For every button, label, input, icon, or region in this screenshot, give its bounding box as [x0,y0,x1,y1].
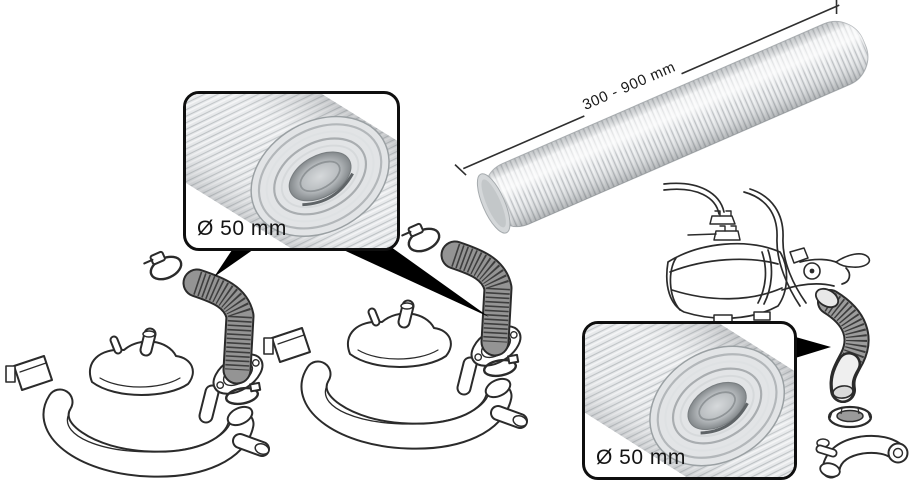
callout-pointer-left-b [337,247,489,317]
curved-ribbed-duct [814,287,870,403]
heat-exchanger-assembly-left [6,246,270,464]
inset-detail-right: Ø 50 mm [582,321,797,480]
duct-mouth-left [250,115,390,237]
duct-mouth-right [649,345,786,467]
diameter-label-left: Ø 50 mm [197,217,287,240]
duct-end-photo-right [585,324,794,477]
inset-detail-left: Ø 50 mm [183,91,400,251]
dimension-line [454,0,840,176]
fan-housing-drawing [663,182,871,324]
flexible-duct-tube: 300 - 900 mm [454,0,869,234]
duct-end-photo-left [186,94,397,248]
elbow-pipe-fitting [815,434,909,479]
callout-pointer-left-a [214,247,257,277]
hose-fitting-icon [709,215,736,225]
diameter-label-right: Ø 50 mm [596,446,686,469]
callout-pointer-right [792,336,831,359]
clamp-ring [816,405,873,448]
